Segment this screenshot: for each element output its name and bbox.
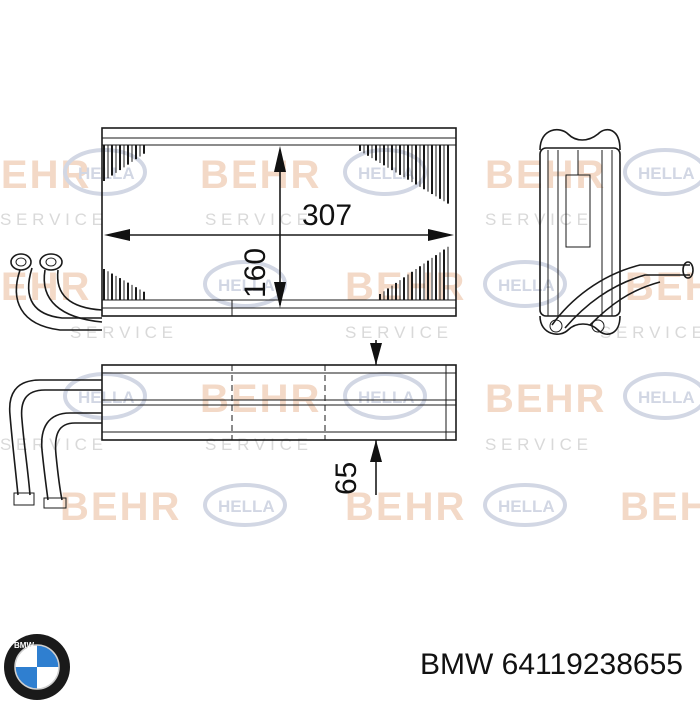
watermark-hella: HELLA — [638, 388, 695, 407]
fin-hatch — [103, 269, 145, 300]
caption-brand: BMW — [420, 648, 494, 681]
arrow-up-icon — [274, 146, 286, 172]
core-outline — [101, 127, 457, 317]
top-outline — [101, 364, 457, 441]
caption-part-number: 64119238655 — [501, 648, 683, 681]
watermark-service: S E R V I C E — [0, 210, 103, 229]
side-view — [539, 128, 694, 335]
watermark-hella-logo: HELLA — [483, 483, 567, 527]
pipe-upper — [8, 379, 102, 496]
watermark-service: S E R V I C E — [205, 435, 308, 454]
watermark-hella: HELLA — [78, 164, 135, 183]
watermark-behr: BEHR — [620, 485, 700, 529]
watermark-service: S E R V I C E — [345, 323, 448, 342]
watermark-behr: BEHR — [60, 485, 181, 529]
watermark-service: S E R V I C E — [600, 323, 700, 342]
dimension-height: 160 — [239, 248, 272, 298]
arrow-up-icon — [370, 440, 382, 462]
watermark-hella: HELLA — [218, 497, 275, 516]
watermark-hella: HELLA — [638, 164, 695, 183]
watermark-behr: BEHR — [485, 377, 606, 421]
watermark-service: S E R V I C E — [0, 435, 103, 454]
front-view: 307 160 — [10, 127, 457, 331]
watermark-service: S E R V I C E — [485, 210, 588, 229]
watermark-hella: HELLA — [358, 164, 415, 183]
arrow-down-icon — [370, 343, 382, 365]
fin-hatch — [103, 145, 145, 181]
watermark-hella: HELLA — [498, 497, 555, 516]
watermark-behr: BEHR — [200, 377, 321, 421]
watermark-service: S E R V I C E — [205, 210, 308, 229]
pipe-inlet — [43, 269, 103, 323]
part-caption: BMW 64119238655 — [420, 648, 683, 682]
watermark-hella: HELLA — [358, 388, 415, 407]
side-pipe — [551, 264, 690, 326]
watermark-behr: BEHR — [200, 153, 321, 197]
watermark-layer: BEHR HELLA BEHR HELLA BEHR HELLA S E R V… — [0, 148, 700, 529]
watermark-hella-logo: HELLA — [63, 372, 147, 420]
arrow-left-icon — [104, 229, 130, 241]
watermark-behr: BEHR — [0, 153, 91, 197]
watermark-service: S E R V I C E — [70, 323, 173, 342]
watermark-hella: HELLA — [218, 276, 275, 295]
logo-lettering: BMW — [14, 641, 34, 650]
side-outline — [539, 147, 621, 317]
watermark-hella-logo: HELLA — [343, 372, 427, 420]
fin-hatch — [359, 145, 449, 204]
dimension-length: 307 — [302, 199, 352, 232]
logo-quadrant-blue — [37, 645, 59, 667]
watermark-hella: HELLA — [498, 276, 555, 295]
watermark-hella-logo: HELLA — [203, 483, 287, 527]
logo-quadrant-blue — [15, 667, 37, 689]
watermark-hella-logo: HELLA — [623, 148, 700, 196]
watermark-hella: HELLA — [78, 388, 135, 407]
pipe-outlet — [15, 269, 102, 331]
bmw-logo: BMW — [4, 634, 70, 700]
watermark-hella-logo: HELLA — [483, 260, 567, 308]
arrow-down-icon — [274, 282, 286, 308]
watermark-service: S E R V I C E — [485, 435, 588, 454]
dimension-depth: 65 — [330, 462, 363, 495]
watermark-behr: BEHR — [345, 485, 466, 529]
watermark-hella-logo: HELLA — [623, 372, 700, 420]
pipe-lower — [40, 412, 102, 501]
watermark-behr: BEHR — [625, 265, 700, 309]
top-view: 65 — [8, 340, 457, 509]
arrow-right-icon — [428, 229, 454, 241]
fin-hatch — [379, 246, 449, 300]
